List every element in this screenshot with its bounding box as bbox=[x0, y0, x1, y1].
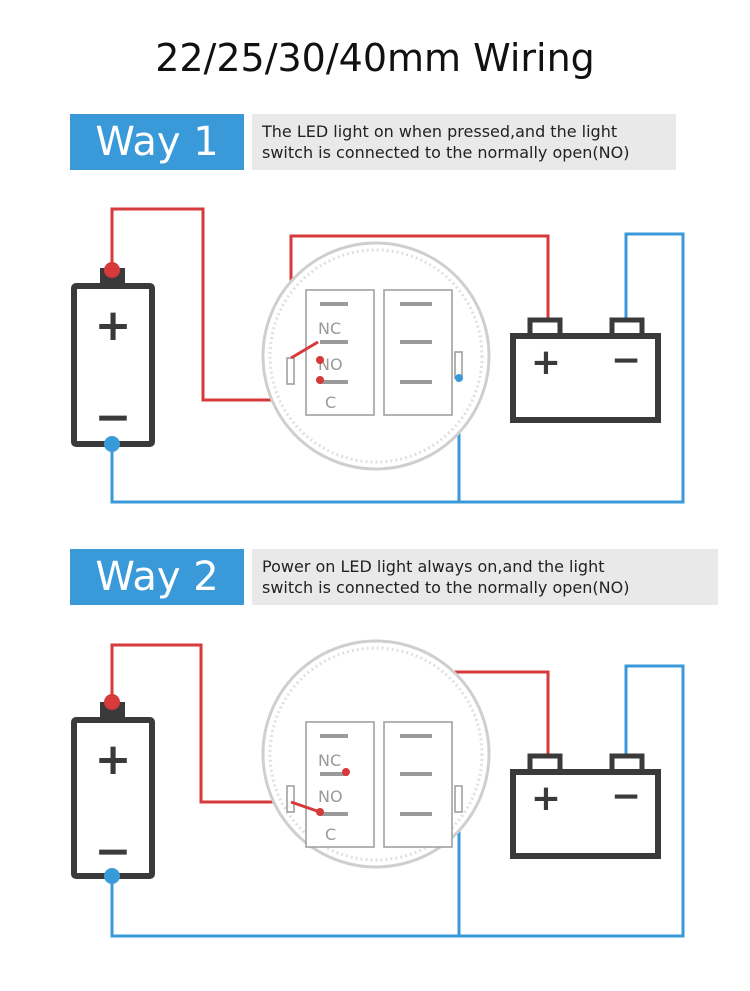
way-1-cell-battery: + − bbox=[71, 262, 155, 452]
cell-positive-terminal-dot bbox=[104, 694, 120, 710]
way-2-push-switch: NC NO C bbox=[261, 639, 491, 869]
cell-positive-terminal-dot bbox=[104, 262, 120, 278]
terminal-nc-label: NC bbox=[318, 319, 341, 338]
terminal-nc-label: NC bbox=[318, 751, 341, 770]
way-1-load-battery: + − bbox=[510, 317, 661, 423]
way-2-wire-battery-negative bbox=[110, 664, 685, 938]
cell-negative-terminal-dot bbox=[104, 868, 120, 884]
terminal-nc-dot bbox=[342, 768, 350, 776]
cell-plus-sign: + bbox=[95, 734, 132, 785]
way-2-description: Power on LED light always on,and the lig… bbox=[252, 549, 718, 605]
way-1-push-switch: NC NO C bbox=[261, 241, 491, 471]
way-1-wire-battery-negative bbox=[110, 232, 685, 504]
load-plus-sign: + bbox=[531, 778, 561, 819]
terminal-c-label: C bbox=[325, 393, 336, 412]
way-1-badge: Way 1 bbox=[70, 114, 244, 170]
cell-plus-sign: + bbox=[95, 300, 132, 351]
load-minus-sign: − bbox=[611, 340, 641, 381]
page-title: 22/25/30/40mm Wiring bbox=[155, 36, 595, 80]
way-2-wiring-diagram: + − NC NO C + − bbox=[71, 639, 685, 938]
way-1-description: The LED light on when pressed,and the li… bbox=[252, 114, 676, 170]
led-return-dot bbox=[455, 374, 463, 382]
way-2-wire-battery-to-c bbox=[110, 643, 291, 804]
terminal-no-dot bbox=[316, 356, 324, 364]
way-2-badge: Way 2 bbox=[70, 549, 244, 605]
way-2-cell-battery: + − bbox=[71, 694, 155, 884]
load-plus-sign: + bbox=[531, 342, 561, 383]
way-1-wiring-diagram: + − NC NO C + − bbox=[71, 207, 685, 504]
load-minus-sign: − bbox=[611, 776, 641, 817]
way-2-load-battery: + − bbox=[510, 753, 661, 859]
cell-minus-sign: − bbox=[95, 392, 132, 443]
terminal-no-label: NO bbox=[318, 787, 343, 806]
terminal-c-label: C bbox=[325, 825, 336, 844]
terminal-c-dot bbox=[316, 808, 324, 816]
terminal-no-label: NO bbox=[318, 355, 343, 374]
cell-negative-terminal-dot bbox=[104, 436, 120, 452]
terminal-c-dot bbox=[316, 376, 324, 384]
